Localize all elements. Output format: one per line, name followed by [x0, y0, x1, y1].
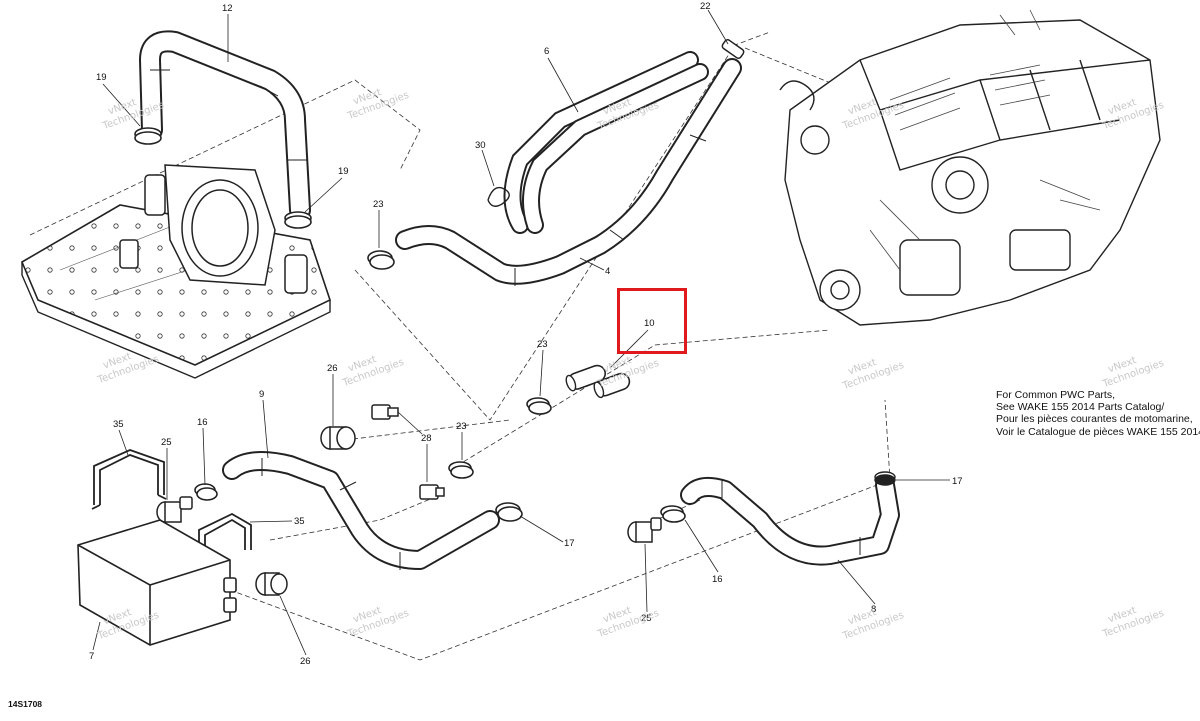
fitting-22	[721, 39, 745, 59]
common-parts-note: For Common PWC Parts, See WAKE 155 2014 …	[996, 389, 1200, 438]
hose-6	[503, 51, 709, 234]
hose-9	[222, 451, 500, 570]
callout-26-lower: 26	[300, 656, 311, 667]
document-id: 14S1708	[8, 699, 43, 709]
callout-17-right: 17	[952, 476, 963, 487]
clamp-19-top	[134, 127, 162, 145]
callout-26-upper: 26	[327, 363, 338, 374]
clamp-17-left	[495, 502, 523, 522]
heat-exchanger-7	[77, 519, 237, 646]
callout-17-left: 17	[564, 538, 575, 549]
fitting-26-lower	[255, 572, 288, 596]
callout-7: 7	[89, 651, 94, 662]
highlight-box-part-10	[617, 288, 687, 354]
callout-12: 12	[222, 3, 233, 14]
callout-8: 8	[871, 604, 876, 615]
clamp-23-lower	[448, 461, 474, 479]
bracket-35-upper	[91, 449, 167, 510]
hose-4	[395, 58, 742, 286]
callout-35-upper: 35	[113, 419, 124, 430]
clamp-23-mid	[526, 397, 552, 415]
clamp-19-right	[284, 211, 312, 229]
callout-10: 10	[644, 318, 655, 329]
clamp-23-upper	[367, 250, 395, 270]
callout-23-mid: 23	[537, 339, 548, 350]
hose-12	[139, 30, 311, 221]
callout-19-top: 19	[96, 72, 107, 83]
fitting-25-left	[156, 496, 193, 523]
clamp-17-right	[874, 471, 896, 486]
engine-details	[869, 9, 1101, 271]
fitting-28-upper	[371, 404, 399, 420]
clip-30	[487, 186, 510, 207]
callout-25-right: 25	[641, 613, 652, 624]
callout-23-upper: 23	[373, 199, 384, 210]
callout-16-left: 16	[197, 417, 208, 428]
fitting-26-upper	[320, 426, 356, 450]
note-line: See WAKE 155 2014 Parts Catalog/	[996, 401, 1165, 414]
fitting-28-lower	[419, 484, 445, 500]
callout-9: 9	[259, 389, 264, 400]
callout-25-left: 25	[161, 437, 172, 448]
clamp-16-right	[660, 505, 686, 523]
callout-22: 22	[700, 1, 711, 12]
note-line: Pour les pièces courantes de motomarine,	[996, 413, 1193, 426]
callout-23-lower: 23	[456, 421, 467, 432]
callout-leaders	[92, 9, 950, 656]
engine-block	[779, 19, 1161, 326]
intake-housing	[119, 164, 308, 294]
callout-16-right: 16	[712, 574, 723, 585]
hose-8	[680, 475, 900, 566]
fitting-25-right	[627, 517, 662, 543]
callout-19-right: 19	[338, 166, 349, 177]
callout-30: 30	[475, 140, 486, 151]
hose-10	[565, 364, 631, 399]
callout-labels: 12 19 19 6 22 30 23 4 10 23 26 9 23 28 3…	[89, 1, 963, 667]
callout-28: 28	[421, 433, 432, 444]
note-line: Voir le Catalogue de pièces WAKE 155 201…	[996, 425, 1200, 438]
callout-6: 6	[544, 46, 549, 57]
callout-4: 4	[605, 266, 610, 277]
note-line: For Common PWC Parts,	[996, 389, 1116, 401]
clamp-16-left	[194, 483, 218, 501]
callout-35-lower: 35	[294, 516, 305, 527]
